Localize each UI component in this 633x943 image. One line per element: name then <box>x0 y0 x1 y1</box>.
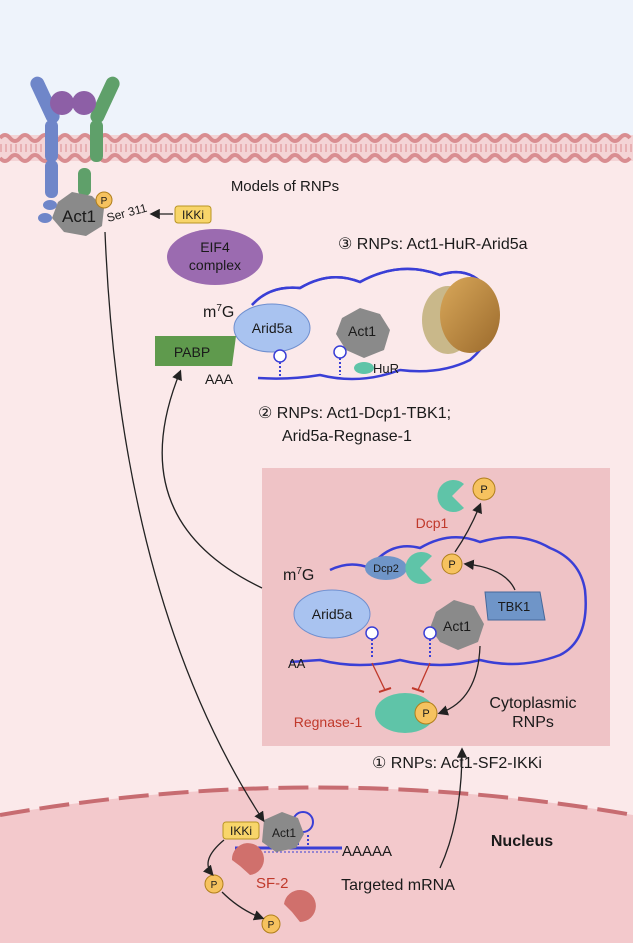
arrow-nucleus-to-cytoplasm <box>439 747 468 869</box>
inner-mrna <box>289 536 587 667</box>
aa-label: AA <box>288 656 306 671</box>
tbk1: TBK1 <box>484 591 546 621</box>
arid5a-inner: Arid5a <box>293 589 379 658</box>
eif4-complex: EIF4 complex <box>167 229 263 285</box>
eif4-complex-label: complex <box>189 257 241 273</box>
act1-hur-complex: Act1 HuR <box>333 308 399 376</box>
arid5a-top-label: Arid5a <box>252 320 293 336</box>
ikki-top-label: IKKi <box>182 208 204 222</box>
sf2-p-label: P <box>211 880 218 891</box>
ikki-top: IKKi <box>174 205 212 224</box>
cytoplasmic-label-line2: RNPs <box>512 714 554 731</box>
rnp2-title-line2: Arid5a-Regnase-1 <box>282 428 412 445</box>
arid5a-top: Arid5a <box>233 303 311 378</box>
sf2: P SF-2 P <box>204 843 316 934</box>
sf2-p2-label: P <box>268 920 275 931</box>
rnp1-title: ① RNPs: Act1-SF2-IKKi <box>372 755 542 772</box>
tbk1-label: TBK1 <box>498 599 531 614</box>
act1-mid-label: Act1 <box>348 323 376 339</box>
dcp2-label: Dcp2 <box>373 563 399 575</box>
aaa-label: AAA <box>205 371 234 387</box>
models-title: Models of RNPs <box>231 178 339 195</box>
act1-top-label: Act1 <box>62 207 96 226</box>
nucleus-label: Nucleus <box>491 833 553 850</box>
act1-receptor-complex: P Act1 Ser 311 <box>52 191 149 236</box>
aaaaa-label: AAAAA <box>342 843 392 860</box>
m7g-top: m7G <box>203 303 234 321</box>
pabp-label: PABP <box>174 344 210 360</box>
arrow-act1-to-nucleus <box>104 231 265 823</box>
m7g-inner: m7G <box>283 566 314 584</box>
ikki-nuclear-label: IKKi <box>230 824 252 838</box>
phospho-p-label: P <box>101 196 108 207</box>
hur-label: HuR <box>373 361 399 376</box>
act1-inner: Act1 <box>423 600 484 658</box>
act1-nuclear-label: Act1 <box>272 826 296 840</box>
ser311-label: Ser 311 <box>105 201 149 225</box>
dcp2: Dcp2 P <box>365 552 463 584</box>
arid5a-inner-label: Arid5a <box>312 606 353 622</box>
nucleus-region <box>0 787 633 943</box>
nuclear-envelope <box>0 785 633 817</box>
ikki-nuclear: IKKi <box>222 821 260 840</box>
cell-membrane <box>0 133 633 163</box>
act1-inner-label: Act1 <box>443 618 471 634</box>
targeted-mrna-label: Targeted mRNA <box>341 877 455 894</box>
eif4-label: EIF4 <box>200 239 230 255</box>
rnp3-title: ③ RNPs: Act1-HuR-Arid5a <box>338 236 528 253</box>
dcp1-p-label: P <box>480 484 487 496</box>
dcp1-label: Dcp1 <box>416 515 449 531</box>
regnase-1: P Regnase-1 <box>294 693 438 733</box>
dcp-p-label: P <box>448 559 455 571</box>
receptor <box>30 76 120 223</box>
cytoplasmic-label-line1: Cytoplasmic <box>489 695 576 712</box>
dcp1: P Dcp1 <box>416 477 496 531</box>
rnp2-title-line1: ② RNPs: Act1-Dcp1-TBK1; <box>258 405 451 422</box>
regnase-p-label: P <box>422 708 429 720</box>
sf2-label: SF-2 <box>256 875 289 892</box>
ribosome <box>422 277 500 354</box>
pabp: PABP <box>155 336 236 366</box>
arrow-cytoplasm-to-rnp3 <box>161 369 263 589</box>
regnase-label: Regnase-1 <box>294 714 363 730</box>
